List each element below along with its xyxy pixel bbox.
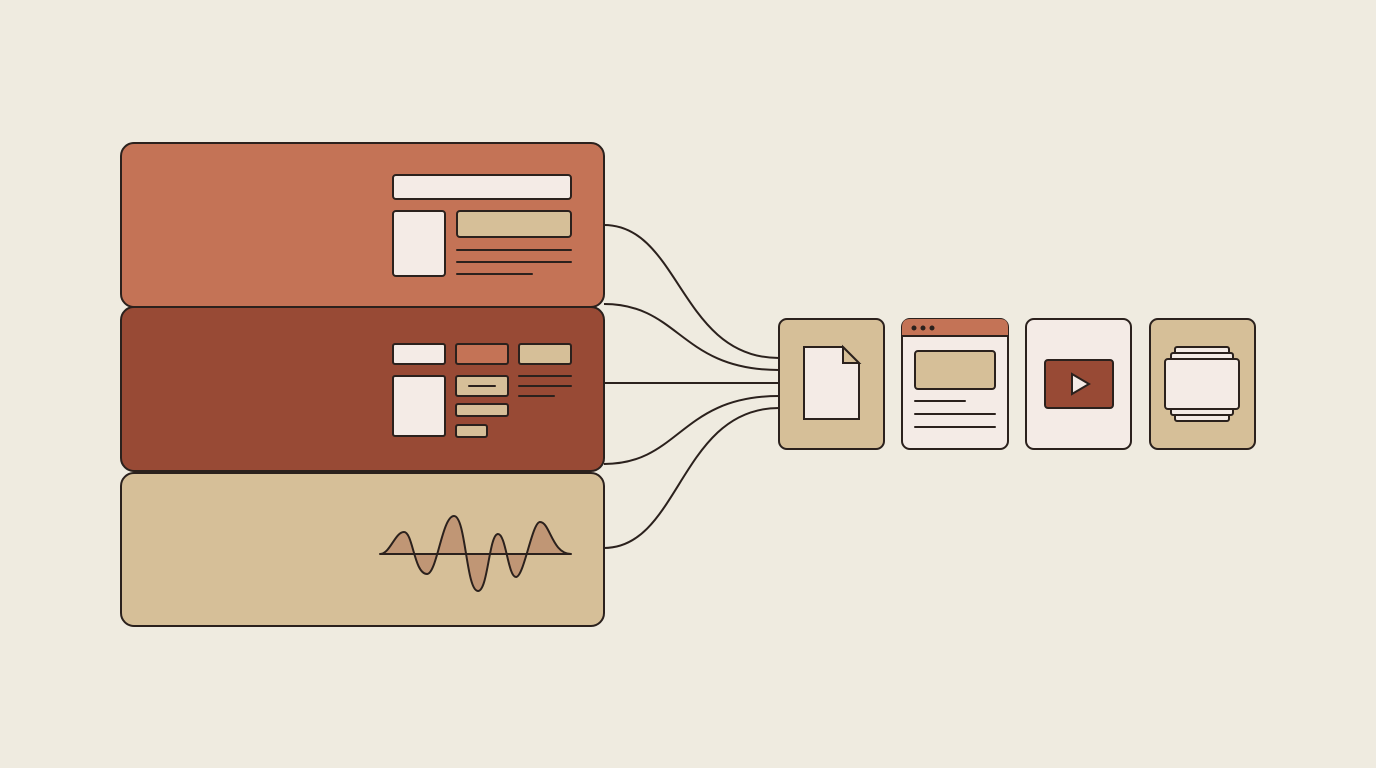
- audio-waveform-layer: [120, 472, 605, 627]
- connector-1: [603, 224, 780, 359]
- video-play-icon: [1044, 359, 1114, 409]
- ui-components-layer: [120, 306, 605, 472]
- slide-stack-icon: [1164, 346, 1240, 422]
- document-icon: [803, 344, 862, 420]
- waveform-icon: [379, 514, 572, 593]
- document-layout-layer: [120, 142, 605, 308]
- connector-5: [603, 407, 780, 549]
- connector-4: [603, 395, 780, 465]
- connector-lines: [603, 224, 780, 549]
- component-grid-icon: [392, 343, 572, 438]
- connector-2: [603, 303, 780, 371]
- layout-wireframe-icon: [392, 174, 572, 277]
- layer-panel: [120, 472, 605, 627]
- output-document: [778, 318, 885, 450]
- browser-window-icon: [901, 319, 1009, 428]
- output-video: [1025, 318, 1132, 450]
- output-slide-stack: [1149, 318, 1256, 450]
- layer-panel: [120, 306, 605, 472]
- output-web-page: [901, 318, 1009, 450]
